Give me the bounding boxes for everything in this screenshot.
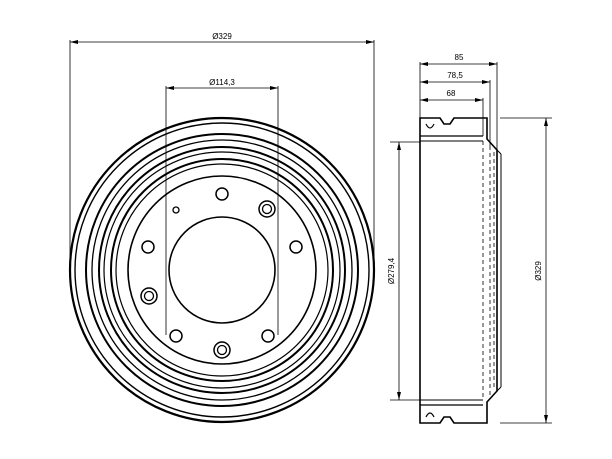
bolt-hole bbox=[141, 240, 155, 254]
bolt-hole bbox=[169, 329, 183, 343]
hidden-lines bbox=[419, 122, 495, 419]
bolt-hole bbox=[289, 240, 303, 254]
dimension-heights: 85 78,5 68 bbox=[419, 53, 498, 150]
bolt-hole bbox=[261, 329, 275, 343]
dimension-braking-diameter: Ø279,4 bbox=[387, 141, 420, 401]
dimension-label-overall-height: 85 bbox=[455, 53, 464, 62]
dimension-side-diameter: Ø329 bbox=[500, 117, 552, 424]
dimension-label-side-diameter: Ø329 bbox=[534, 261, 543, 281]
dimension-label-friction-width: 68 bbox=[447, 89, 456, 98]
bolt-hole bbox=[215, 187, 229, 201]
wheel-bolt-holes bbox=[141, 187, 303, 343]
dimension-label-inner-height: 78,5 bbox=[447, 71, 463, 80]
side-view: Ø279,4 Ø329 85 78,5 bbox=[387, 53, 552, 424]
dimension-label-bolt-circle: Ø114,3 bbox=[209, 78, 235, 87]
drum-concentric-rings bbox=[68, 116, 376, 424]
dimension-bolt-circle: Ø114,3 bbox=[165, 78, 279, 335]
locator-hole bbox=[172, 206, 180, 214]
threaded-holes bbox=[140, 200, 276, 359]
center-bore bbox=[168, 216, 276, 324]
dimension-label-outer-diameter: Ø329 bbox=[212, 32, 232, 41]
front-view: Ø329 Ø114,3 bbox=[68, 32, 376, 424]
dimension-outer-diameter: Ø329 bbox=[69, 32, 375, 268]
dimension-label-braking-diameter: Ø279,4 bbox=[387, 257, 396, 284]
